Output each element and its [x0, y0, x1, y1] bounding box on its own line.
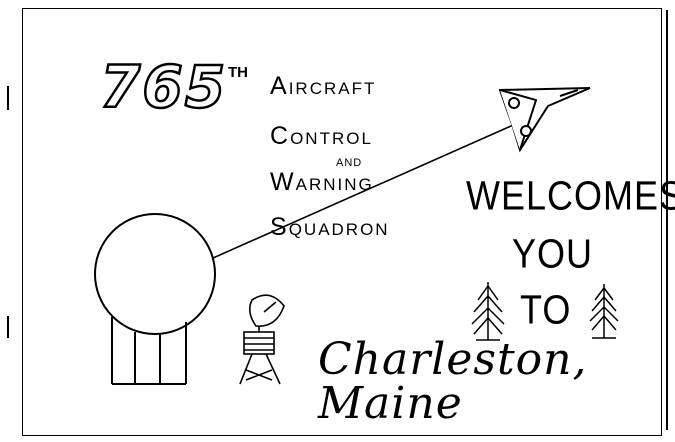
card-border — [22, 8, 662, 436]
radar-dome-icon — [94, 213, 216, 385]
title-line-control: Control — [270, 122, 373, 150]
right-edge-line — [666, 10, 668, 430]
place-name: Charleston, Maine — [318, 334, 588, 429]
to-text: TO — [520, 286, 572, 333]
ordinal-suffix: TH — [228, 64, 248, 81]
welcomes-text: WELCOMES — [466, 172, 675, 219]
radar-antenna-icon — [239, 294, 285, 385]
left-edge-mark — [7, 316, 9, 338]
title-line-aircraft: Aircraft — [270, 72, 377, 100]
left-edge-mark — [7, 86, 9, 110]
squadron-number: 765 — [99, 53, 228, 121]
title-line-warning: Warning — [270, 168, 374, 196]
title-and: and — [336, 157, 363, 169]
you-text: YOU — [512, 230, 594, 277]
jet-aircraft-icon — [498, 87, 591, 153]
pine-tree-icon — [589, 284, 619, 339]
radar-beam-line — [203, 121, 521, 263]
title-line-squadron: Squadron — [270, 213, 390, 241]
pine-tree-icon — [471, 282, 505, 341]
